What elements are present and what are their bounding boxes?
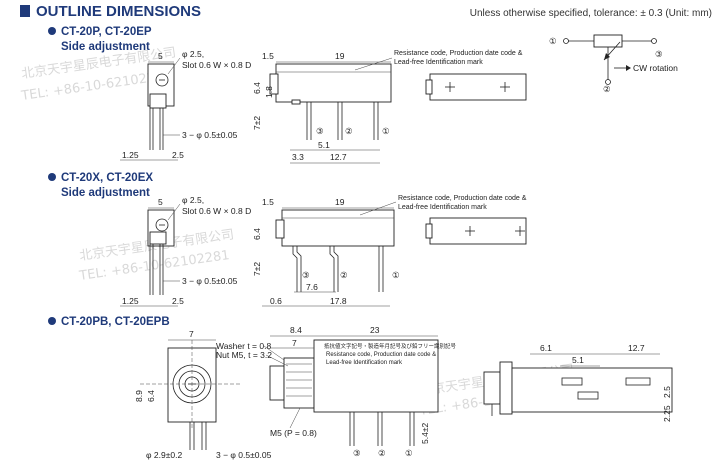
sec1-pins: 3 − φ 0.5±0.05	[182, 130, 238, 140]
sec1-dim-33: 3.3	[292, 152, 304, 162]
bullet-icon	[48, 27, 56, 35]
sec3-pins: 3 − φ 0.5±0.05	[216, 450, 272, 460]
sec3-dim-89: 8.9	[134, 390, 144, 402]
sec3-dim-25: 2.5	[662, 386, 672, 398]
sec3-dim-7: 7	[189, 329, 194, 339]
sec2-dim-25: 2.5	[172, 296, 184, 306]
sec3-dim-7b: 7	[292, 338, 297, 348]
sec2-dim-64: 6.4	[252, 228, 262, 240]
sec2-dim-15: 1.5	[262, 197, 274, 207]
sec2-dim-19: 19	[335, 197, 345, 207]
sec2-pin3: ③	[302, 270, 310, 280]
sec3-front-view: 7 8.9 6.4 φ 2.9±0.2 3 − φ 0.5±0.05	[134, 329, 272, 460]
sec3-side-view: 8.4 23 7 Washer t = 0.8 Nut M5, t = 3.2 …	[216, 325, 457, 458]
sec3-dim-29: φ 2.9±0.2	[146, 450, 182, 460]
section-1-title-text: CT-20P, CT-20EP	[61, 26, 152, 38]
sec2-top-view	[425, 217, 527, 245]
sec2-shaft: φ 2.5,	[182, 195, 204, 205]
sec1-front-view: 5 φ 2.5, Slot 0.6 W × 0.8 D 3 − φ 0.5±0.…	[120, 49, 251, 161]
sec3-dim-54: 5.4±2	[420, 423, 430, 444]
sec3-pin2: ②	[378, 448, 386, 458]
page-title-text: OUTLINE DIMENSIONS	[36, 3, 202, 20]
section-3-title: CT-20PB, CT-20EPB	[48, 316, 170, 328]
sec2-pins: 3 − φ 0.5±0.05	[182, 276, 238, 286]
tolerance-note: Unless otherwise specified, tolerance: ±…	[469, 8, 712, 19]
sec3-marking: Resistance code, Production date code &	[326, 352, 436, 358]
sec3-washer: Washer t = 0.8	[216, 341, 271, 351]
sec1-slot: Slot 0.6 W × 0.8 D	[182, 60, 251, 70]
sec1-dim-127: 12.7	[330, 152, 347, 162]
sec1-dim-19: 19	[335, 51, 345, 61]
sec3-m5: M5 (P = 0.8)	[270, 428, 317, 438]
sec2-slot: Slot 0.6 W × 0.8 D	[182, 206, 251, 216]
sec3-marking2: Lead-free Identification mark	[326, 360, 403, 366]
sec3-dim-61: 6.1	[540, 343, 552, 353]
sec1-dim-25: 2.5	[172, 150, 184, 160]
sec3-dim-64: 6.4	[146, 390, 156, 402]
sec3-dim-23: 23	[370, 325, 380, 335]
sec1-pin2: ②	[345, 126, 353, 136]
sec2-dim-06: 0.6	[270, 296, 282, 306]
sec3-dim-84: 8.4	[290, 325, 302, 335]
bullet-icon	[48, 317, 56, 325]
section-2-title-text: CT-20X, CT-20EX	[61, 172, 154, 184]
sec3-nut: Nut M5, t = 3.2	[216, 350, 272, 360]
section-3-title-text: CT-20PB, CT-20EPB	[61, 316, 170, 328]
sec1-shaft: φ 2.5,	[182, 49, 204, 59]
sec1-pin3: ③	[316, 126, 324, 136]
sec1-dim-51: 5.1	[318, 140, 330, 150]
symbol-pin1: ①	[549, 36, 557, 46]
sec3-dim-127: 12.7	[628, 343, 645, 353]
sec1-top-view	[425, 73, 527, 101]
symbol-pin2: ②	[603, 84, 611, 94]
title-marker	[20, 5, 30, 17]
sec3-marking-jp: 抵抗値文字記号・製造年月記号及び鉛フリー識別記号	[324, 342, 457, 350]
sec1-pin1: ①	[382, 126, 390, 136]
sec1-dim-5: 5	[158, 51, 163, 61]
circuit-symbol: ① ③ ② CW rotation	[549, 34, 678, 94]
sec3-dim-225: 2.25	[662, 405, 672, 422]
cw-rotation-label: CW rotation	[633, 63, 678, 73]
sec3-top-view: 6.1 12.7 5.1 2.5 2.25	[483, 343, 673, 422]
section-2-title: CT-20X, CT-20EX	[48, 172, 153, 184]
sec3-pin1: ①	[405, 448, 413, 458]
sec3-pin3: ③	[353, 448, 361, 458]
sec2-pin2: ②	[340, 270, 348, 280]
symbol-pin3: ③	[655, 49, 663, 59]
sec2-dim-76: 7.6	[306, 282, 318, 292]
sec1-dim-15: 1.5	[262, 51, 274, 61]
section-2-subtitle: Side adjustment	[61, 187, 150, 199]
sec2-dim-178: 17.8	[330, 296, 347, 306]
sec1-side-view: 1.5 19 6.4 1.8 7±2 ③ ② ① 5.1 3.3 12.7 Re…	[252, 50, 523, 164]
sec2-front-view: 5 φ 2.5, Slot 0.6 W × 0.8 D 3 − φ 0.5±0.…	[120, 195, 251, 307]
sec2-marking2: Lead-free Identification mark	[398, 204, 487, 211]
sec1-dim-125: 1.25	[122, 150, 139, 160]
sec3-dim-51: 5.1	[572, 355, 584, 365]
sec1-dim-64: 6.4	[252, 82, 262, 94]
sec2-pin1: ①	[392, 270, 400, 280]
sec2-dim-125: 1.25	[122, 296, 139, 306]
sec1-dim-72: 7±2	[252, 116, 262, 130]
page-title: OUTLINE DIMENSIONS	[20, 3, 201, 20]
sec1-marking: Resistance code, Production date code &	[394, 50, 523, 57]
bullet-icon	[48, 173, 56, 181]
sec2-dim-5: 5	[158, 197, 163, 207]
section-1-subtitle: Side adjustment	[61, 41, 150, 53]
sec2-marking: Resistance code, Production date code &	[398, 195, 527, 202]
sec1-marking2: Lead-free Identification mark	[394, 59, 483, 66]
sec2-side-view: 1.5 19 6.4 7±2 ③ ② ① 7.6 0.6 17.8 Resist…	[252, 195, 527, 307]
section-1-title: CT-20P, CT-20EP	[48, 26, 152, 38]
sec1-dim-18: 1.8	[264, 86, 274, 98]
sec2-dim-72: 7±2	[252, 262, 262, 276]
